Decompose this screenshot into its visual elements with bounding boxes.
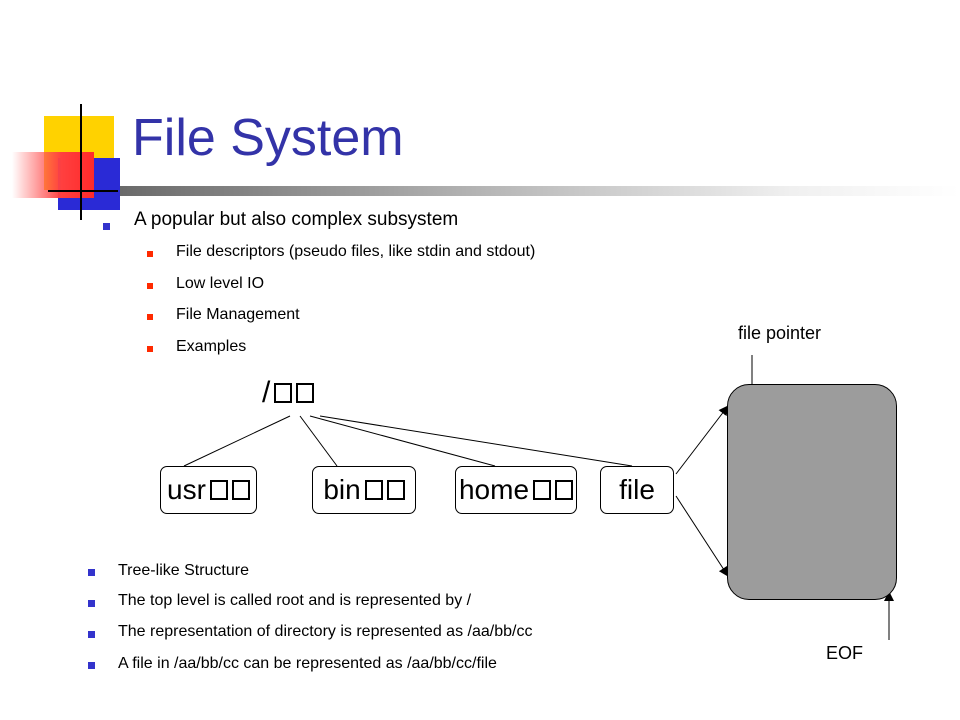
bottom-bullet-text: Tree-like Structure <box>118 562 249 579</box>
slide-title: File System <box>132 109 404 167</box>
placeholder-glyph-icon <box>296 383 315 403</box>
bottom-bullet-text: The representation of directory is repre… <box>118 623 533 640</box>
bullet-marker <box>103 223 110 230</box>
placeholder-glyph-icon <box>386 480 405 500</box>
top-bullet-text: A popular but also complex subsystem <box>134 209 459 230</box>
tree-node-label: bin <box>323 474 361 505</box>
sub-bullet-marker <box>147 283 153 289</box>
placeholder-glyph-icon <box>231 480 250 500</box>
placeholder-glyph-icon <box>364 480 383 500</box>
tree-edge-bin <box>299 415 338 467</box>
sub-bullet-marker <box>147 314 153 320</box>
tree-node-label: usr <box>167 474 206 505</box>
sub-bullet-marker <box>147 251 153 257</box>
tree-node-home: home <box>455 466 577 514</box>
tree-edge-file <box>319 415 633 467</box>
bullet-marker <box>88 600 95 607</box>
sub-bullet-text: File descriptors (pseudo files, like std… <box>176 243 536 260</box>
bullet-marker <box>88 631 95 638</box>
logo-vertical-line <box>80 104 82 220</box>
bullet-marker <box>88 569 95 576</box>
sub-bullet-text: File Management <box>176 306 300 323</box>
tree-node-file: file <box>600 466 674 514</box>
placeholder-glyph-icon <box>274 383 293 403</box>
logo-horizontal-line <box>48 190 118 192</box>
bottom-bullet-text: The top level is called root and is repr… <box>118 592 472 609</box>
tree-node-label: file <box>619 474 655 505</box>
tree-root-label: / <box>262 376 271 409</box>
tree-node-bin: bin <box>312 466 416 514</box>
placeholder-glyph-icon <box>555 480 574 500</box>
eof-label: EOF <box>826 643 864 663</box>
placeholder-glyph-icon <box>533 480 552 500</box>
tree-edge-home <box>309 415 496 467</box>
tree-node-label: home <box>458 474 530 505</box>
arrow-to-file-top <box>675 405 729 475</box>
tree-root: / <box>262 376 315 409</box>
sub-bullet-text: Examples <box>176 338 247 355</box>
sub-bullet-marker <box>147 346 153 352</box>
tree-edge-usr <box>183 415 291 467</box>
placeholder-glyph-icon <box>209 480 228 500</box>
sub-bullet-text: Low level IO <box>176 275 265 292</box>
tree-node-usr: usr <box>160 466 257 514</box>
file-pointer-label: file pointer <box>738 323 822 343</box>
title-underline <box>120 186 960 196</box>
bottom-bullet-text: A file in /aa/bb/cc can be represented a… <box>118 655 497 672</box>
file-contents-block <box>727 384 897 600</box>
arrow-to-file-bottom <box>675 495 729 577</box>
bullet-marker <box>88 662 95 669</box>
